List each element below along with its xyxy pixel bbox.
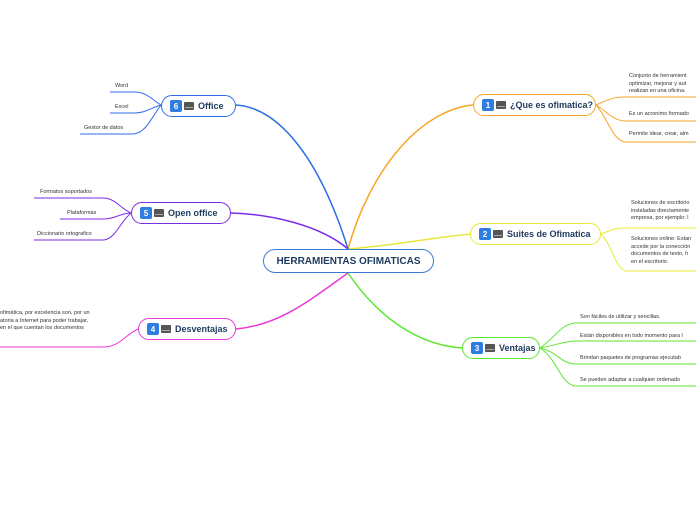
topic-que-es-ofimatica[interactable]: 1 ¿Que es ofimatica? — [473, 94, 596, 116]
flag-icon — [493, 230, 503, 238]
leaf-acronimo[interactable]: Es un acronimo formado — [629, 111, 689, 117]
leaf-desventaja[interactable]: ofimática, por excelencia son, por un at… — [0, 310, 90, 331]
trunk-t2 — [347, 233, 474, 250]
topic-label: ¿Que es ofimatica? — [510, 100, 594, 110]
leaf-diccionario[interactable]: Diccionario ortografico — [37, 231, 92, 237]
number-badge: 1 — [482, 99, 494, 111]
leaf-faciles[interactable]: Son fáciles de utilizar y sencillas. — [580, 314, 661, 320]
leaf-soluciones-online[interactable]: Soluciones online: Estan accede por la c… — [631, 236, 692, 265]
leaf-gestor-de-datos[interactable]: Gestor de datos — [84, 125, 124, 131]
leaf-paquetes[interactable]: Brindan paquetes de programas ejecutab — [580, 355, 681, 361]
topic-suites-de-ofimatica[interactable]: 2 Suites de Ofimatica — [470, 223, 601, 245]
leaf-soluciones-escritorio[interactable]: Soluciones de escritorio instaladas dire… — [631, 200, 690, 221]
topic-open-office[interactable]: 5 Open office — [131, 202, 231, 224]
number-badge: 5 — [140, 207, 152, 219]
trunk-t6 — [235, 104, 349, 250]
trunk-t5 — [230, 212, 349, 250]
number-badge: 4 — [147, 323, 159, 335]
topic-desventajas[interactable]: 4 Desventajas — [138, 318, 236, 340]
number-badge: 6 — [170, 100, 182, 112]
leaf-plataformas[interactable]: Plataformas — [67, 210, 97, 216]
topic-label: Ventajas — [499, 343, 536, 353]
leaf-disponibles[interactable]: Están disponibles en todo momento para l — [580, 333, 683, 339]
topic-label: Desventajas — [175, 324, 228, 334]
trunk-t4 — [235, 272, 349, 330]
leaf-permite[interactable]: Permite idear, crear, alm — [629, 131, 689, 137]
flag-icon — [154, 209, 164, 217]
flag-icon — [496, 101, 506, 109]
leaf-word[interactable]: Word — [115, 83, 129, 89]
number-badge: 2 — [479, 228, 491, 240]
leaf-adaptar[interactable]: Se pueden adaptar a cualquier ordenado — [580, 377, 680, 383]
flag-icon — [184, 102, 194, 110]
trunk-t1 — [347, 104, 474, 250]
topic-label: Office — [198, 101, 224, 111]
flag-icon — [485, 344, 495, 352]
trunk-t3 — [347, 272, 463, 349]
central-topic[interactable]: HERRAMIENTAS OFIMATICAS — [263, 249, 434, 273]
number-badge: 3 — [471, 342, 483, 354]
topic-office[interactable]: 6 Office — [161, 95, 236, 117]
leaf-formatos[interactable]: Formatos soportados — [40, 189, 92, 195]
topic-label: Suites de Ofimatica — [507, 229, 591, 239]
topic-ventajas[interactable]: 3 Ventajas — [462, 337, 540, 359]
leaf-definicion[interactable]: Conjunto de herramient optimizar, mejora… — [629, 73, 687, 94]
topic-label: Open office — [168, 208, 218, 218]
flag-icon — [161, 325, 171, 333]
leaf-excel[interactable]: Excel — [115, 104, 129, 110]
